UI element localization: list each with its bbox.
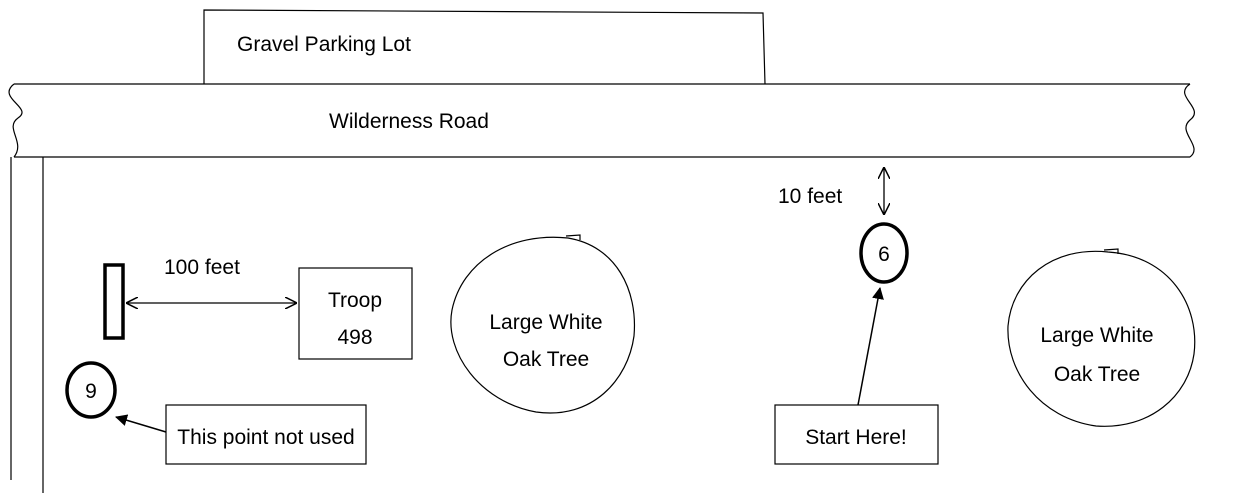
tree-label-line1: Large White [489, 311, 602, 334]
oak-tree: Large White Oak Tree [1007, 248, 1196, 427]
road-label: Wilderness Road [329, 110, 489, 133]
unused-point-callout: This point not used [115, 404, 367, 465]
point-6-marker: 6 [859, 222, 909, 284]
left-boundary [10, 157, 44, 493]
gravel-parking-lot: Gravel Parking Lot [203, 9, 766, 85]
point-number: 9 [85, 380, 97, 403]
tree-label-line2: Oak Tree [503, 348, 589, 371]
parking-lot-label: Gravel Parking Lot [237, 33, 411, 56]
start-here-callout: Start Here! [774, 287, 939, 465]
marker-post [103, 263, 125, 340]
road-gap-label: 10 feet [778, 185, 842, 208]
troop-box: Troop 498 [298, 267, 413, 360]
point-9-marker: 9 [65, 361, 117, 419]
wilderness-road: Wilderness Road [8, 83, 1195, 158]
oak-tree: Large White Oak Tree [450, 234, 636, 414]
troop-gap-label: 100 feet [164, 256, 240, 279]
unused-point-label: This point not used [177, 426, 354, 449]
troop-label-line2: 498 [337, 326, 372, 349]
point-number: 6 [878, 243, 890, 266]
tree-label-line2: Oak Tree [1054, 363, 1140, 386]
tree-label-line1: Large White [1040, 324, 1153, 347]
start-here-label: Start Here! [805, 426, 907, 449]
troop-label-line1: Troop [328, 289, 382, 312]
